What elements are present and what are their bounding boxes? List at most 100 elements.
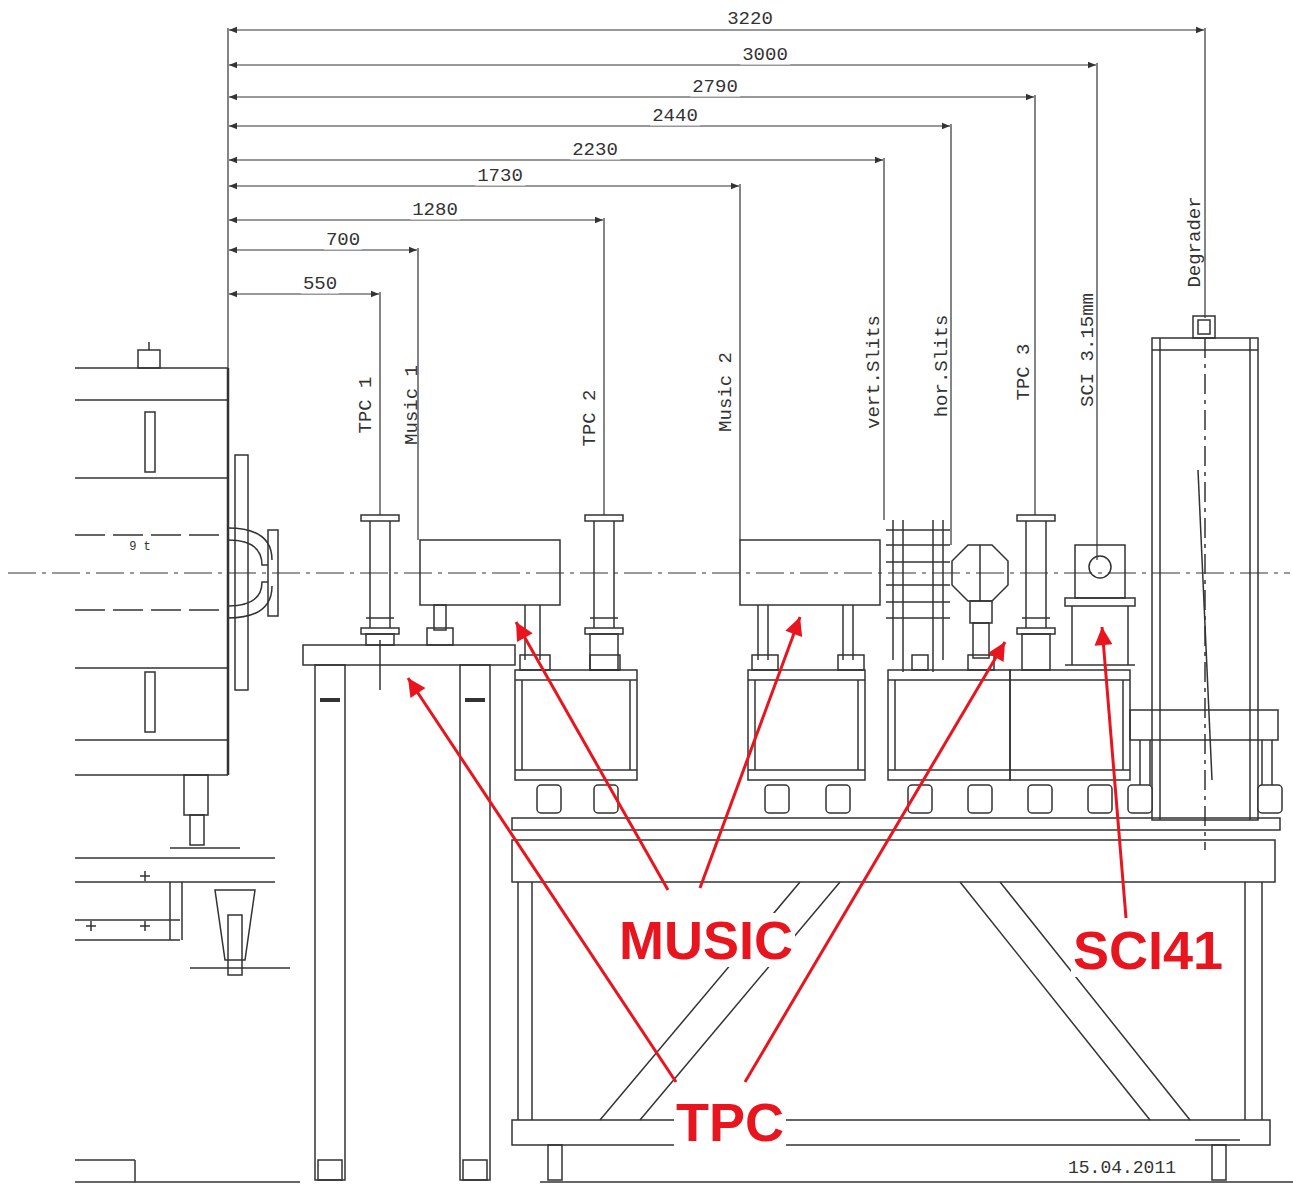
slits-and-scintillator-part xyxy=(952,545,1008,601)
degrader-tower xyxy=(1130,316,1278,850)
mass-note: 9 t xyxy=(127,541,153,553)
dimension-value: 2440 xyxy=(650,107,700,126)
dipole-magnet-part xyxy=(75,1159,135,1161)
dipole-magnet-part xyxy=(228,528,272,565)
main-table-part xyxy=(1244,882,1246,1120)
slits-and-scintillator-part xyxy=(886,584,950,586)
component-name: Music 2 xyxy=(717,350,736,434)
support-stands-part xyxy=(894,680,896,770)
dimension-lines-part xyxy=(603,218,604,515)
component-name: TPC 1 xyxy=(357,374,376,435)
first-table-part xyxy=(315,665,345,1180)
slits-and-scintillator-part xyxy=(973,623,989,658)
dipole-magnet-part xyxy=(134,1160,136,1182)
tpc-detectors-part xyxy=(1022,634,1050,670)
main-table-part xyxy=(512,1120,1270,1145)
dipole-magnet-part xyxy=(75,1181,300,1183)
dimension-lines-part xyxy=(739,184,740,540)
tpc-detectors-part xyxy=(1017,515,1055,521)
dimension-lines-part xyxy=(1204,28,1205,318)
support-stands-part xyxy=(1122,680,1124,770)
music-chambers-part xyxy=(842,605,844,660)
dipole-magnet-part xyxy=(90,921,92,931)
dimension-lines xyxy=(228,28,1205,560)
dipole-magnet-part xyxy=(75,534,228,536)
component-name: Music 1 xyxy=(403,363,422,447)
support-stands-part xyxy=(754,680,756,770)
slits-and-scintillator-part xyxy=(942,520,944,660)
tpc-detectors-part xyxy=(366,617,394,619)
dimension-lines-part xyxy=(229,64,1096,65)
support-stands-part xyxy=(1010,679,1130,681)
music-chambers xyxy=(420,540,880,660)
component-name: Degrader xyxy=(1186,194,1205,289)
support-stands-part xyxy=(748,670,865,780)
slits-and-scintillator-part xyxy=(886,617,950,619)
dimension-lines-part xyxy=(229,249,417,250)
dimension-lines-part xyxy=(229,219,603,220)
dipole-magnet-part xyxy=(75,739,228,741)
music-chambers-part xyxy=(740,540,880,605)
dipole-magnet-part xyxy=(170,847,240,849)
first-table xyxy=(303,640,515,1180)
leveling-feet xyxy=(537,785,1282,813)
component-name: SCI 3.15mm xyxy=(1079,291,1098,409)
main-table-part xyxy=(548,1145,562,1180)
slits-and-scintillator-part xyxy=(1071,606,1073,665)
music-chambers-part xyxy=(427,628,453,645)
tpc-detectors-part xyxy=(585,628,623,634)
main-table xyxy=(512,818,1293,1182)
degrader-tower-part xyxy=(1261,740,1263,785)
dimension-lines-part xyxy=(1034,95,1035,515)
leveling-feet-part xyxy=(537,785,561,813)
dipole-magnet-part xyxy=(75,399,228,401)
slits-and-scintillator-part xyxy=(1089,556,1111,578)
component-name: vert.Slits xyxy=(865,313,884,431)
dipole-magnet-part xyxy=(215,890,255,960)
slits-and-scintillator-part xyxy=(1075,545,1125,598)
dimension-lines-part xyxy=(229,29,1204,30)
slits-and-scintillator-part xyxy=(886,601,950,603)
dimension-value: 1730 xyxy=(475,167,525,186)
slits-and-scintillator-part xyxy=(1065,598,1135,606)
main-table-part xyxy=(512,840,1275,882)
dipole-magnet-part xyxy=(190,967,290,969)
music-chambers-part xyxy=(852,605,854,660)
callout-leaders-part xyxy=(700,617,800,888)
dipole-magnet-part xyxy=(138,350,160,368)
main-table-part xyxy=(1000,882,1190,1120)
degrader-tower-part xyxy=(1159,338,1161,820)
dipole-magnet-part xyxy=(148,342,150,350)
degrader-tower-part xyxy=(1204,338,1206,850)
first-table-part xyxy=(460,665,490,1180)
dipole-magnet-part xyxy=(75,667,228,669)
first-table-part xyxy=(318,1160,342,1180)
degrader-tower-part xyxy=(1139,740,1141,785)
component-name: TPC 3 xyxy=(1015,341,1034,402)
tpc-detectors-part xyxy=(585,515,623,521)
first-table-part xyxy=(320,698,340,702)
dipole-magnet-part xyxy=(228,582,272,618)
degrader-tower-part xyxy=(1149,740,1151,785)
callout-leaders-part xyxy=(745,642,1005,1082)
first-table-part xyxy=(465,698,485,702)
beam-axis xyxy=(8,572,1290,573)
tpc-detectors-part xyxy=(590,634,618,670)
music-chambers-part xyxy=(767,605,769,660)
dimension-lines-part xyxy=(229,185,739,186)
slits-and-scintillator-part xyxy=(979,545,981,601)
main-table-part xyxy=(960,882,1150,1120)
callout-leaders xyxy=(408,617,1126,1082)
dipole-magnet-part xyxy=(75,609,228,611)
leveling-feet-part xyxy=(968,785,992,813)
tpc-detectors-part xyxy=(1025,521,1027,628)
main-table-part xyxy=(517,882,519,1120)
leveling-feet-part xyxy=(826,785,850,813)
first-table-part xyxy=(303,645,515,665)
slits-and-scintillator-part xyxy=(970,601,992,623)
tpc-detectors xyxy=(361,515,1055,670)
slits-and-scintillator-part xyxy=(1065,664,1135,666)
dipole-magnet-part xyxy=(228,915,242,975)
